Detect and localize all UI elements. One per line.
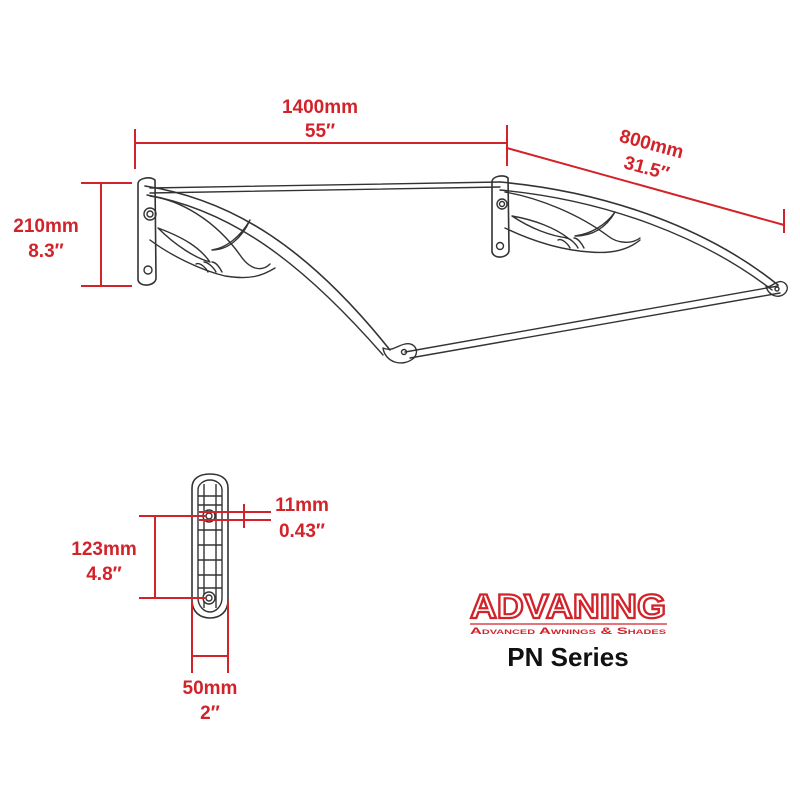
height-metric-label: 210mm — [13, 216, 79, 237]
spacing-imperial-label: 4.8″ — [86, 564, 122, 585]
width-imperial-label: 55″ — [305, 121, 335, 142]
brand-tagline: Advanced Awnings & Shades — [470, 626, 666, 636]
spacing-metric-label: 123mm — [71, 539, 137, 560]
series-title: PN Series — [507, 642, 628, 672]
brand-name: ADVANING — [470, 588, 666, 626]
hole-metric-label: 11mm — [275, 495, 329, 516]
hole-imperial-label: 0.43″ — [279, 521, 325, 542]
brand-logo: ADVANING Advanced Awnings & Shades PN Se… — [469, 587, 667, 672]
width-metric-label: 1400mm — [282, 97, 358, 118]
awning-canopy-drawing — [137, 175, 788, 364]
bracket-width-imperial-label: 2″ — [200, 703, 220, 724]
dimension-lines — [81, 125, 786, 673]
height-imperial-label: 8.3″ — [28, 241, 64, 262]
wall-bracket-front-drawing — [191, 473, 229, 619]
bracket-width-metric-label: 50mm — [183, 678, 238, 699]
hole-dimension-lines — [199, 511, 271, 521]
depth-dimension-line — [505, 146, 786, 227]
